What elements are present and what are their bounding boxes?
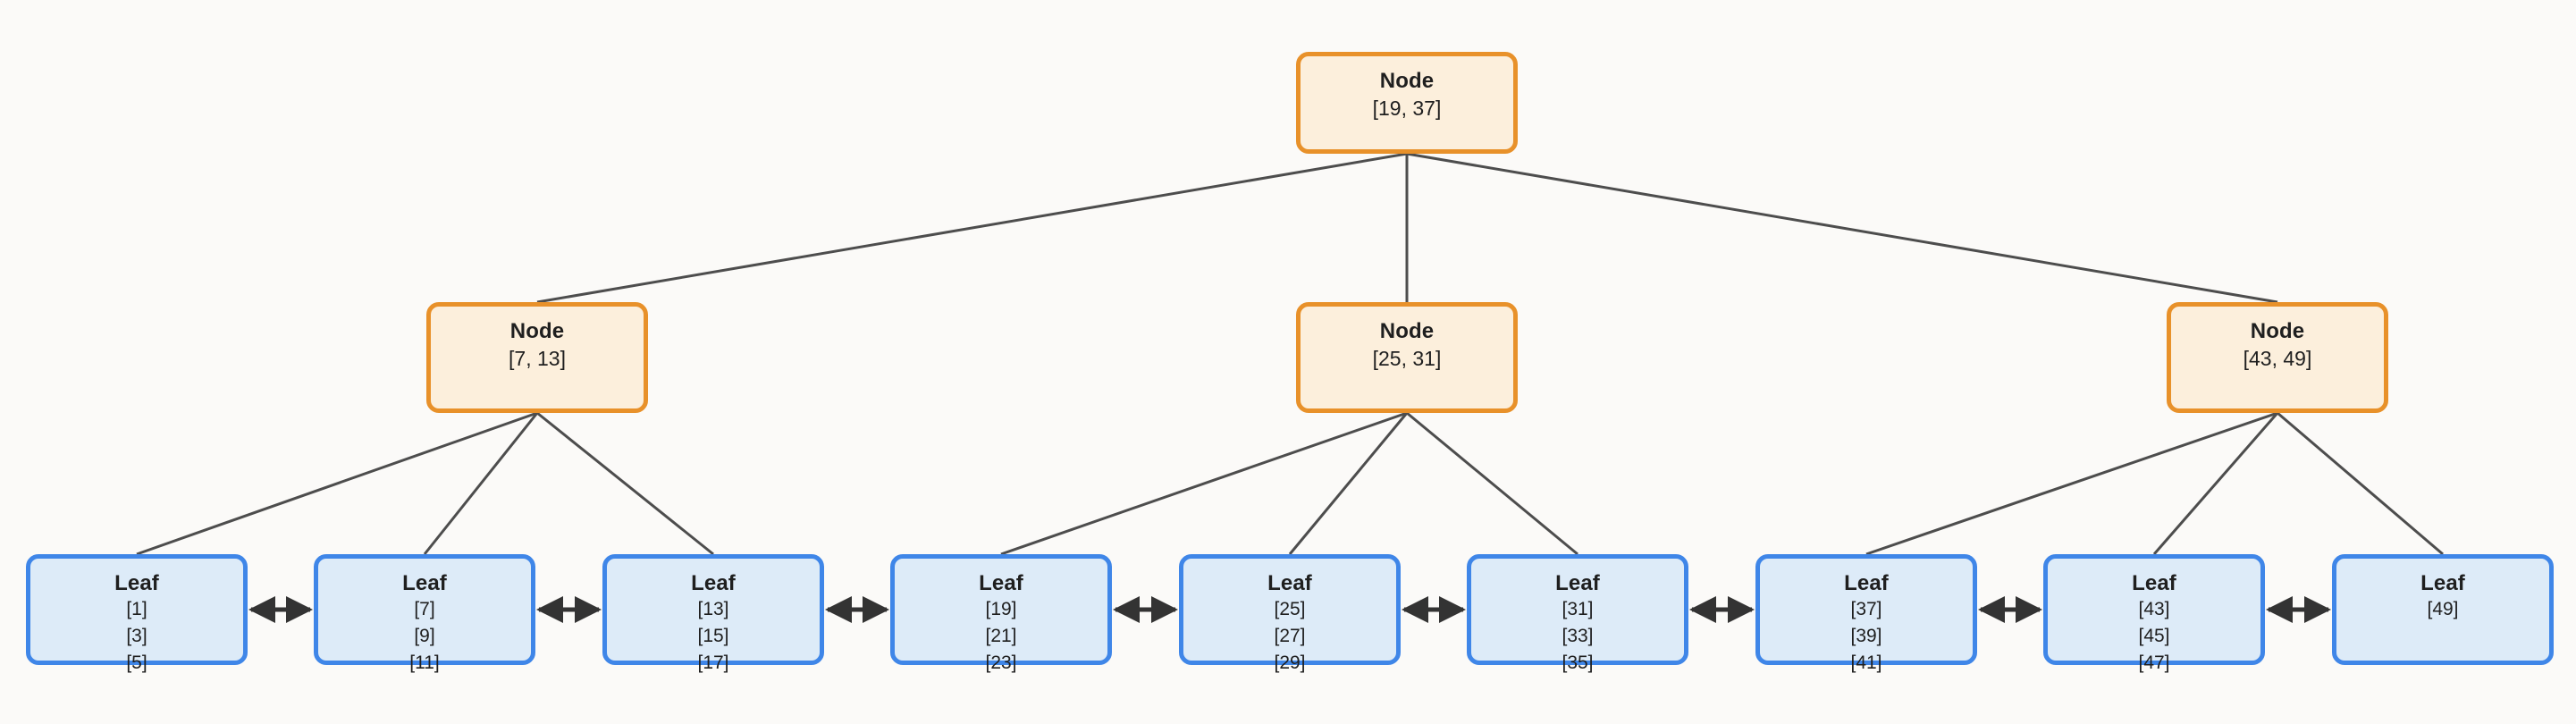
- leaf-label: Leaf: [114, 571, 159, 595]
- tree-edge: [1406, 152, 2278, 304]
- node-keys: [7, 13]: [509, 347, 566, 371]
- leaf-7[interactable]: Leaf [43] [45] [47]: [2043, 554, 2265, 673]
- leaf-label: Leaf: [1844, 571, 1889, 595]
- node-keys: [19, 37]: [1372, 97, 1442, 121]
- leaf-key: [27]: [1274, 626, 1306, 647]
- tree-edge: [423, 412, 539, 555]
- node-0[interactable]: Node [7, 13]: [426, 302, 648, 413]
- leaf-key: [7]: [414, 599, 435, 620]
- tree-edge: [536, 152, 1408, 304]
- tree-edge: [1288, 412, 1409, 555]
- leaf-key: [41]: [1850, 652, 1882, 674]
- leaf-label: Leaf: [1267, 571, 1312, 595]
- node-2[interactable]: Node [43, 49]: [2167, 302, 2388, 413]
- leaf-key: [47]: [2138, 652, 2170, 674]
- tree-edge: [1000, 411, 1408, 556]
- leaf-key: [49]: [2427, 599, 2459, 620]
- leaf-key: [17]: [697, 652, 729, 674]
- leaf-key: [3]: [126, 626, 147, 647]
- leaf-key: [31]: [1562, 599, 1594, 620]
- leaf-key: [11]: [409, 652, 440, 674]
- tree-edge: [2277, 411, 2444, 556]
- leaf-1[interactable]: Leaf [7] [9] [11]: [314, 554, 535, 673]
- leaf-label: Leaf: [2420, 571, 2465, 595]
- node-1[interactable]: Node [25, 31]: [1296, 302, 1518, 413]
- leaf-0[interactable]: Leaf [1] [3] [5]: [26, 554, 248, 673]
- leaf-6[interactable]: Leaf [37] [39] [41]: [1755, 554, 1977, 673]
- leaf-key: [19]: [985, 599, 1017, 620]
- leaf-label: Leaf: [979, 571, 1023, 595]
- leaf-key: [29]: [1274, 652, 1306, 674]
- leaf-5[interactable]: Leaf [31] [33] [35]: [1467, 554, 1688, 673]
- node-keys: [25, 31]: [1372, 347, 1442, 371]
- leaf-label: Leaf: [402, 571, 447, 595]
- root[interactable]: Node [19, 37]: [1296, 52, 1518, 154]
- leaf-key: [45]: [2138, 626, 2170, 647]
- leaf-key: [9]: [414, 626, 435, 647]
- leaf-key: [25]: [1274, 599, 1306, 620]
- leaf-label: Leaf: [691, 571, 736, 595]
- node-keys: [43, 49]: [2243, 347, 2312, 371]
- tree-edge: [136, 411, 538, 556]
- leaf-key: [33]: [1562, 626, 1594, 647]
- leaf-key: [13]: [697, 599, 729, 620]
- tree-edge: [2152, 412, 2279, 555]
- leaf-label: Leaf: [2132, 571, 2176, 595]
- leaf-key: [39]: [1850, 626, 1882, 647]
- leaf-key: [5]: [126, 652, 147, 674]
- node-label: Node: [1379, 69, 1435, 93]
- leaf-4[interactable]: Leaf [25] [27] [29]: [1179, 554, 1401, 673]
- leaf-3[interactable]: Leaf [19] [21] [23]: [890, 554, 1112, 673]
- node-label: Node: [509, 319, 565, 343]
- leaf-key: [35]: [1562, 652, 1594, 674]
- leaf-key: [15]: [697, 626, 729, 647]
- leaf-2[interactable]: Leaf [13] [15] [17]: [602, 554, 824, 673]
- leaf-key: [37]: [1850, 599, 1882, 620]
- leaf-label: Leaf: [1555, 571, 1600, 595]
- leaf-key: [43]: [2138, 599, 2170, 620]
- tree-edge: [536, 411, 714, 556]
- node-label: Node: [1379, 319, 1435, 343]
- node-label: Node: [2250, 319, 2305, 343]
- leaf-key: [23]: [985, 652, 1017, 674]
- tree-edge: [1865, 411, 2278, 556]
- leaf-key: [1]: [126, 599, 147, 620]
- leaf-8[interactable]: Leaf [49]: [2332, 554, 2554, 665]
- tree-edge: [1406, 411, 1578, 556]
- leaf-key: [21]: [985, 626, 1017, 647]
